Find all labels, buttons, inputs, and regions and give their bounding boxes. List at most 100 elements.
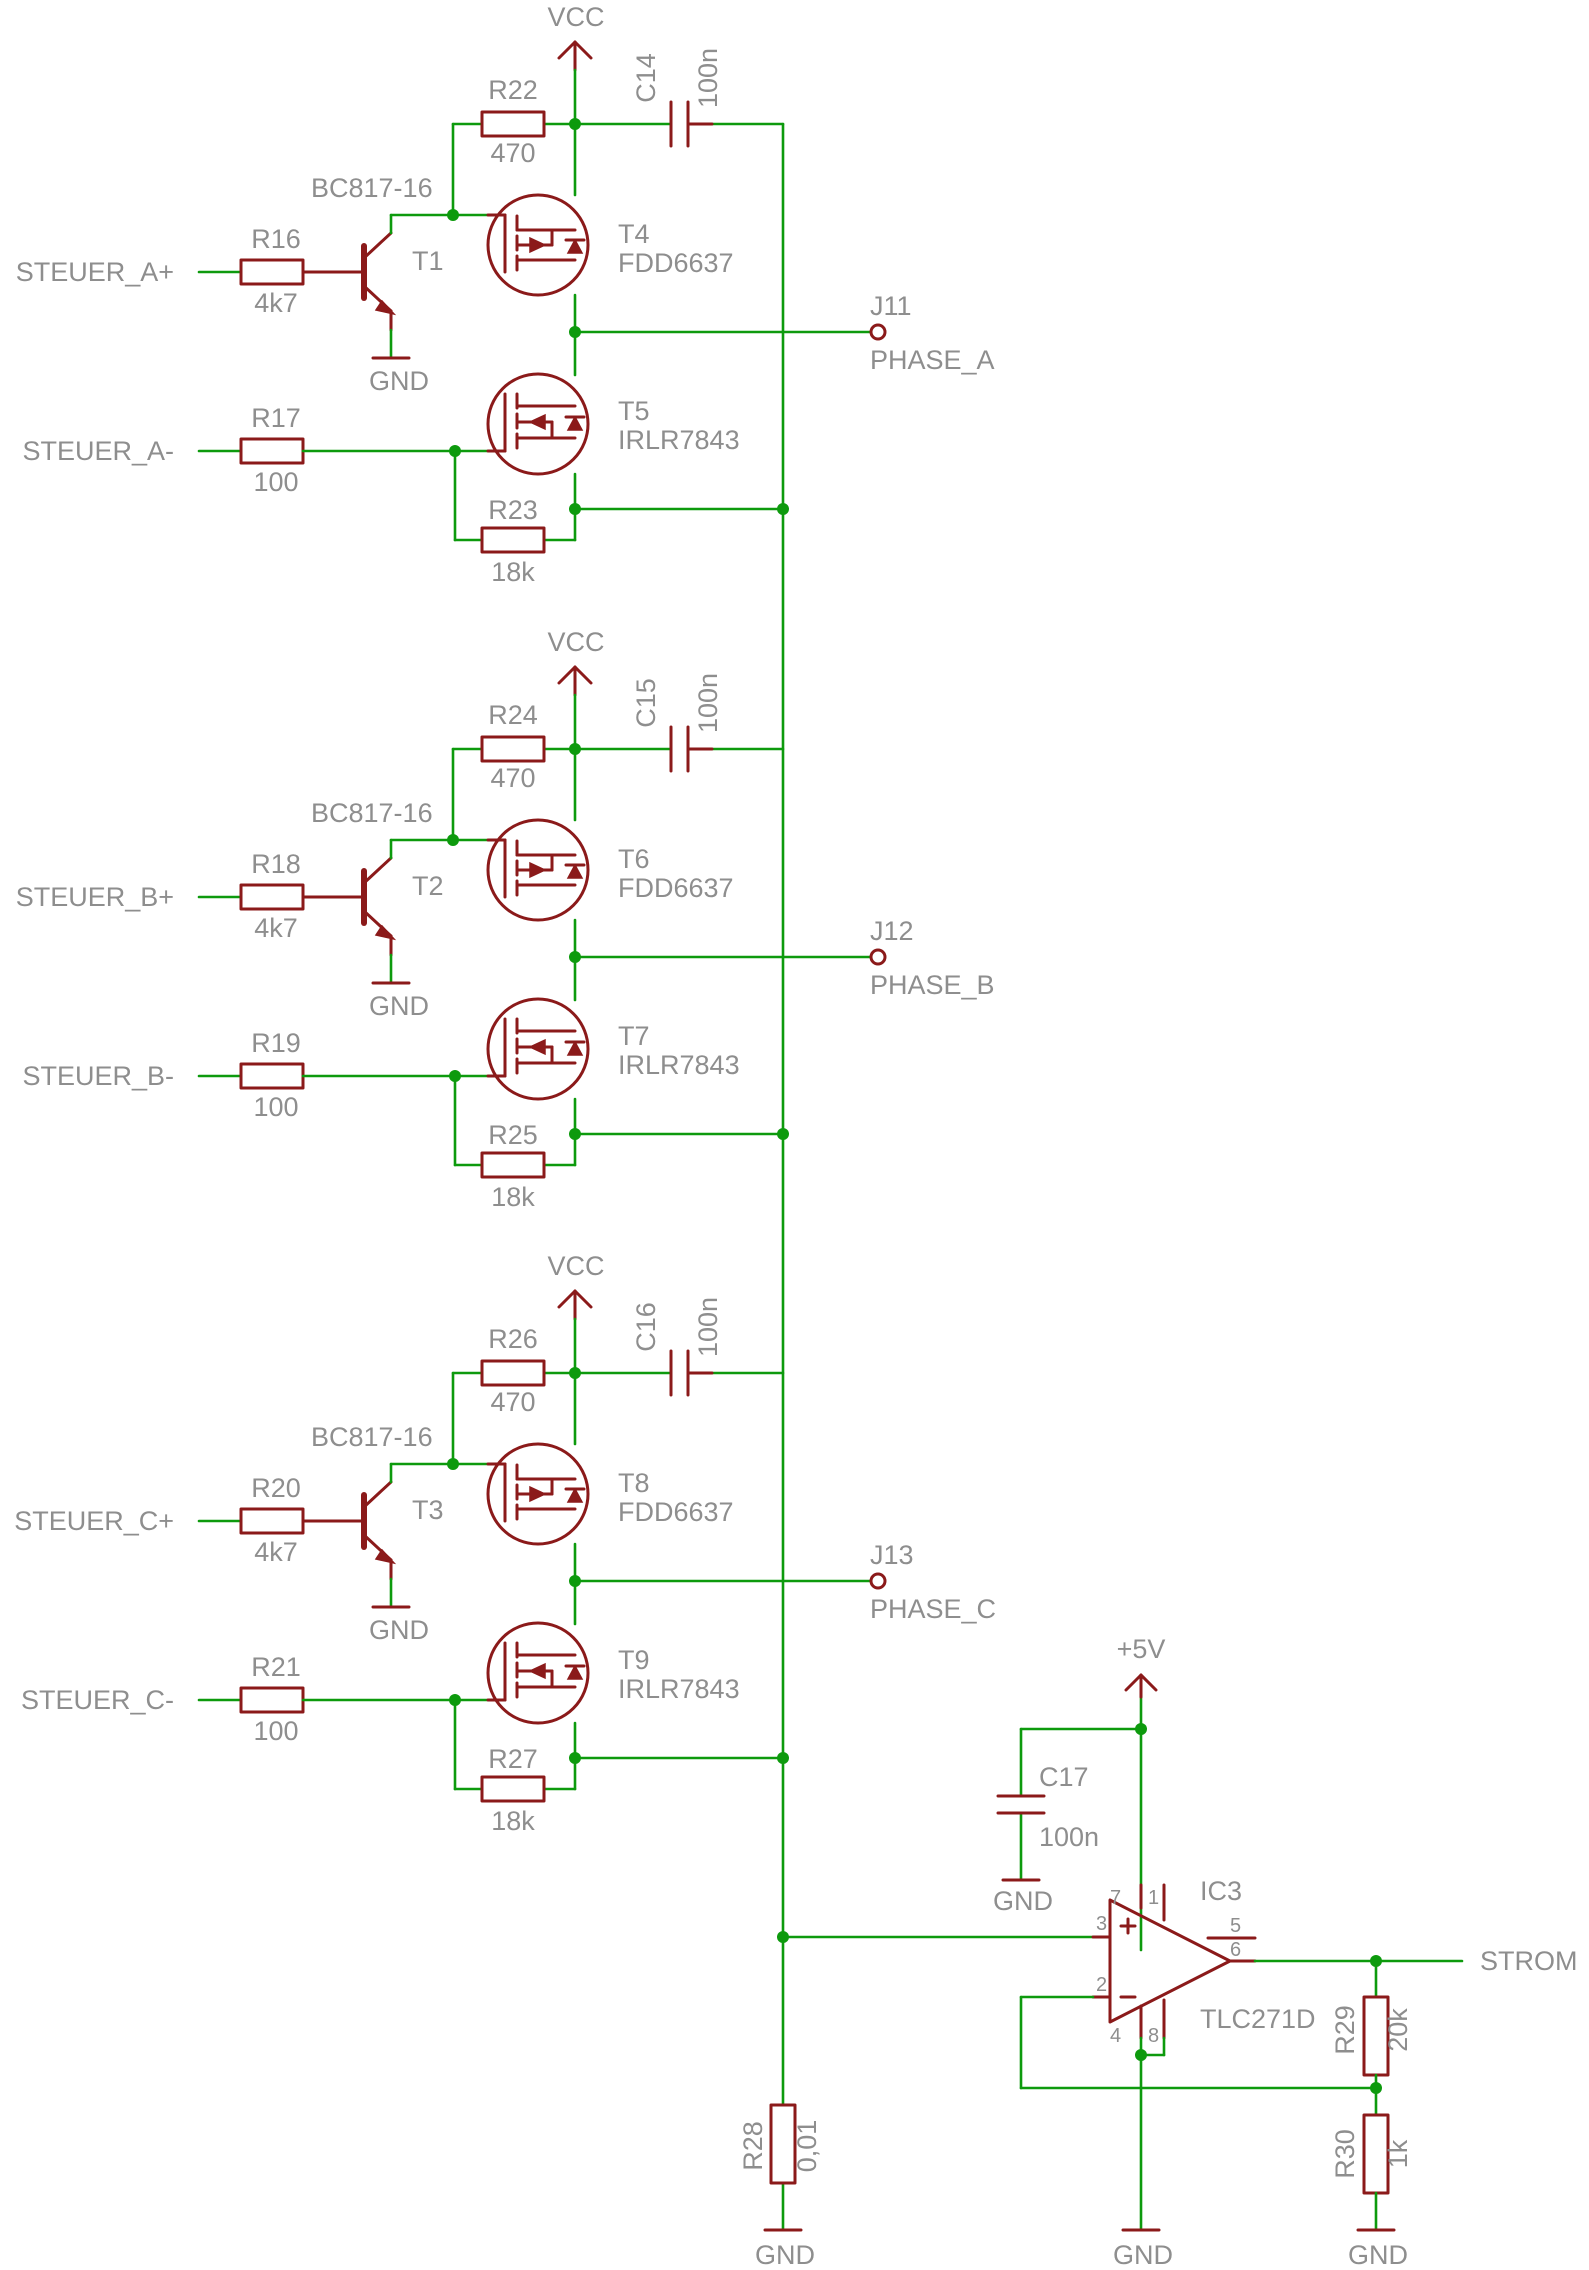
high-fet-part: FDD6637 — [618, 248, 734, 278]
base-resistor — [239, 258, 305, 286]
gate-source-resistor-value: 18k — [491, 1806, 535, 1836]
sense-section: R28 0,01 GND +5V C17 100n GND 3 2 7 — [738, 122, 1578, 2270]
c17-label: C17 — [1039, 1762, 1089, 1792]
ic3-pin3: 3 — [1096, 1913, 1107, 1935]
pullup-value: 470 — [490, 138, 535, 168]
cap-value: 100n — [693, 1297, 723, 1357]
r29-value: 20k — [1383, 2008, 1413, 2052]
r30-label: R30 — [1330, 2129, 1360, 2179]
base-resistor-value: 4k7 — [254, 913, 298, 943]
gnd-label: GND — [993, 1886, 1053, 1916]
phase-jack-icon — [869, 323, 887, 341]
gnd-label: GND — [755, 2240, 815, 2270]
ic3-opamp — [1108, 1898, 1232, 2024]
gate-source-resistor-label: R27 — [488, 1744, 538, 1774]
gnd-label: GND — [369, 366, 429, 396]
half-bridge-stage-c: VCC R26 470 C16 100n BC817-16 R20 4k7 ST… — [14, 1251, 996, 1836]
bjt-label: T2 — [412, 871, 444, 901]
base-resistor-label: R16 — [251, 224, 301, 254]
ic3-pin8: 8 — [1148, 2025, 1159, 2047]
body-diode-icon — [566, 238, 584, 254]
ic3-pin4: 4 — [1110, 2025, 1121, 2047]
bjt-label: T3 — [412, 1495, 444, 1525]
base-resistor-label: R20 — [251, 1473, 301, 1503]
gnd-label: GND — [369, 991, 429, 1021]
r30-value: 1k — [1383, 2139, 1413, 2168]
low-fet-label: T7 — [618, 1021, 650, 1051]
pullup-label: R26 — [488, 1324, 538, 1354]
pullup-resistor — [480, 110, 546, 138]
gate-source-resistor-value: 18k — [491, 1182, 535, 1212]
phase-net-label: PHASE_C — [870, 1594, 996, 1624]
cap-value: 100n — [693, 48, 723, 108]
c17-value: 100n — [1039, 1822, 1099, 1852]
phase-net-label: PHASE_B — [870, 970, 995, 1000]
gate-source-resistor — [480, 1775, 546, 1803]
gnd-label: GND — [1113, 2240, 1173, 2270]
vcc-label: VCC — [547, 1251, 604, 1281]
ic3-pin7: 7 — [1110, 1887, 1121, 1909]
vcc-label: VCC — [547, 2, 604, 32]
phase-jack-icon — [869, 948, 887, 966]
bjt-type-label: BC817-16 — [311, 173, 433, 203]
ic3-pin2: 2 — [1096, 1974, 1107, 1996]
mosfet-body-arrow-icon — [528, 413, 546, 431]
high-side-mosfet — [486, 818, 590, 922]
base-resistor-value: 4k7 — [254, 1537, 298, 1567]
input-high-label: STEUER_C+ — [14, 1506, 174, 1536]
gnd-label: GND — [1348, 2240, 1408, 2270]
gate-source-resistor — [480, 1151, 546, 1179]
low-side-mosfet — [486, 372, 590, 476]
pullup-label: R22 — [488, 75, 538, 105]
gate-resistor — [239, 1686, 305, 1714]
gate-resistor-value: 100 — [253, 1716, 298, 1746]
bjt-label: T1 — [412, 246, 444, 276]
ic3-pin5: 5 — [1230, 1915, 1241, 1937]
gate-source-resistor-label: R23 — [488, 495, 538, 525]
jack-label: J12 — [870, 916, 914, 946]
low-side-mosfet — [486, 997, 590, 1101]
input-high-label: STEUER_B+ — [16, 882, 174, 912]
gate-resistor-label: R21 — [251, 1652, 301, 1682]
ic3-pin6: 6 — [1230, 1939, 1241, 1961]
r29-label: R29 — [1330, 2005, 1360, 2055]
cap-label: C14 — [631, 53, 661, 103]
low-fet-label: T9 — [618, 1645, 650, 1675]
mosfet-body-arrow-icon — [528, 1038, 546, 1056]
bjt-emitter-arrow-icon — [374, 924, 397, 941]
phase-net-label: PHASE_A — [870, 345, 995, 375]
gate-source-resistor — [480, 526, 546, 554]
gate-source-resistor-label: R25 — [488, 1120, 538, 1150]
cap-value: 100n — [693, 673, 723, 733]
body-diode-icon — [566, 1040, 584, 1056]
mosfet-body-arrow-icon — [529, 236, 547, 254]
r28-label: R28 — [738, 2121, 768, 2171]
high-side-mosfet — [486, 1442, 590, 1546]
ic3-part: TLC271D — [1200, 2004, 1316, 2034]
input-low-label: STEUER_A- — [22, 436, 174, 466]
phase-jack-icon — [869, 1572, 887, 1590]
bjt-type-label: BC817-16 — [311, 798, 433, 828]
input-low-label: STEUER_C- — [21, 1685, 174, 1715]
mosfet-body-arrow-icon — [528, 1662, 546, 1680]
base-resistor — [239, 1507, 305, 1535]
half-bridge-stage-a: VCC R22 470 C14 100n BC817-16 R16 4k7 ST… — [16, 2, 995, 587]
jack-label: J13 — [870, 1540, 914, 1570]
cap-label: C15 — [631, 678, 661, 728]
low-fet-part: IRLR7843 — [618, 1050, 740, 1080]
input-low-label: STEUER_B- — [22, 1061, 174, 1091]
pullup-resistor — [480, 735, 546, 763]
gate-resistor-label: R17 — [251, 403, 301, 433]
input-high-label: STEUER_A+ — [16, 257, 174, 287]
jack-label: J11 — [870, 291, 912, 321]
high-fet-label: T8 — [618, 1468, 650, 1498]
gate-resistor-label: R19 — [251, 1028, 301, 1058]
pullup-value: 470 — [490, 763, 535, 793]
plus5v-label: +5V — [1117, 1634, 1166, 1664]
base-resistor-value: 4k7 — [254, 288, 298, 318]
bjt-emitter-arrow-icon — [374, 299, 397, 316]
pullup-resistor — [480, 1359, 546, 1387]
vcc-label: VCC — [547, 627, 604, 657]
bjt-emitter-arrow-icon — [374, 1548, 397, 1565]
